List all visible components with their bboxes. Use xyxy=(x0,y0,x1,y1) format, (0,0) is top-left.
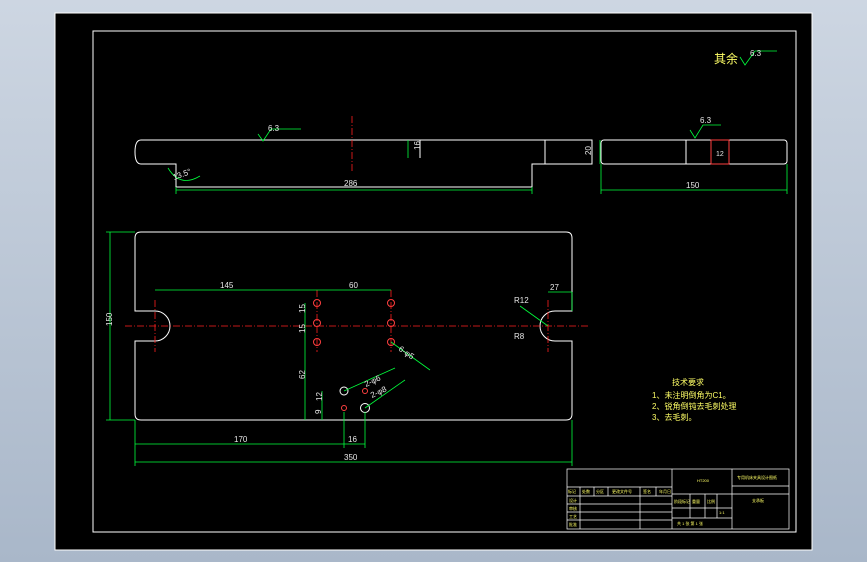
leader-hole-c xyxy=(364,379,406,409)
tech-req-title: 技术要求 xyxy=(672,377,704,387)
tb-material: HT200 xyxy=(697,478,710,483)
tb-row-label: 批准 xyxy=(569,521,577,527)
front-view-outline xyxy=(134,139,593,188)
tb-scale: 1:1 xyxy=(719,510,725,515)
dim-12-text: 12 xyxy=(716,151,724,158)
tb-right-header: 重量 xyxy=(692,498,700,504)
tb-header: 标记 xyxy=(568,488,576,494)
title-block: HT200 专用机床夹具设计图纸 支承板 1:1 共 1 张 第 1 张 标记 … xyxy=(566,468,790,530)
tb-right-header: 比例 xyxy=(707,498,715,504)
dim-16-text: 16 xyxy=(413,141,422,150)
dim-16-plan-text: 16 xyxy=(348,435,357,444)
dim-r12-text: R12 xyxy=(514,296,529,305)
tech-req-item-1: 1、未注明倒角为C1。 xyxy=(652,390,731,400)
side-view-outline xyxy=(600,139,788,165)
side-view: 150 12 6.3 xyxy=(600,116,788,194)
dim-27-text: 27 xyxy=(550,283,559,292)
tb-header: 分区 xyxy=(596,488,604,494)
rest-roughness-label: 其余 xyxy=(714,51,738,66)
leader-r12 xyxy=(519,305,549,327)
rest-roughness-value: 6.3 xyxy=(750,49,762,58)
dim-9-text: 9 xyxy=(314,409,323,414)
outer-frame xyxy=(54,12,813,551)
roughness-symbol-side xyxy=(689,124,721,139)
dim-12-text-plan: 12 xyxy=(315,392,324,401)
hole-phi6 xyxy=(339,386,349,396)
dim-286-text: 286 xyxy=(344,179,358,188)
tb-row-label: 工艺 xyxy=(569,514,577,519)
dim-20-text: 20 xyxy=(584,146,593,155)
dim-15b-text: 15 xyxy=(298,324,307,333)
tech-req-item-3: 3、去毛刺。 xyxy=(652,412,696,422)
hole-note-a: 6-φ5 xyxy=(397,344,416,361)
tech-requirements: 技术要求 1、未注明倒角为C1。 2、锐角倒钝去毛刺处理 3、去毛刺。 xyxy=(652,377,736,422)
tb-right-header: 阶段标记 xyxy=(674,498,690,504)
tb-header: 年月日 xyxy=(659,488,671,494)
rest-roughness-note: 其余 6.3 xyxy=(714,49,777,66)
roughness-symbol-front xyxy=(257,128,301,142)
title-block-frame xyxy=(566,468,790,530)
side-roughness-value: 6.3 xyxy=(700,116,712,125)
tb-sheet: 共 1 张 第 1 张 xyxy=(677,520,703,526)
plan-view-outline xyxy=(134,231,573,421)
leader-hole-a xyxy=(390,341,431,371)
side-view-section xyxy=(710,139,730,165)
tech-req-item-2: 2、锐角倒钝去毛刺处理 xyxy=(652,401,736,411)
dim-170-text: 170 xyxy=(234,435,248,444)
tb-header: 处数 xyxy=(582,488,590,494)
dim-145-text: 145 xyxy=(220,281,234,290)
hole-small xyxy=(341,405,347,411)
tb-header: 签名 xyxy=(643,488,651,494)
tb-project: 专用机床夹具设计图纸 xyxy=(737,474,777,480)
tb-part-name: 支承板 xyxy=(752,497,764,503)
dim-60-text: 60 xyxy=(349,281,358,290)
leader-hole-b xyxy=(343,367,396,392)
front-roughness-value: 6.3 xyxy=(268,124,280,133)
hole-small xyxy=(362,388,368,394)
tb-row-label: 审核 xyxy=(569,505,577,511)
dim-150-side-text: 150 xyxy=(686,181,700,190)
dim-62-text: 62 xyxy=(298,370,307,379)
hole-note-c: 2-φ8 xyxy=(369,384,388,399)
dim-15a-text: 15 xyxy=(298,304,307,313)
front-view: 286 20 16 6.3 13.5° xyxy=(134,116,601,194)
inner-frame xyxy=(92,30,797,533)
dim-350-text: 350 xyxy=(344,453,358,462)
tb-header: 更改文件号 xyxy=(612,488,632,494)
drawing-sheet xyxy=(55,13,812,550)
dim-r8-text: R8 xyxy=(514,332,525,341)
dim-angle-arc xyxy=(167,167,201,181)
dim-150-text: 150 xyxy=(105,312,114,326)
roughness-symbol xyxy=(739,50,777,66)
tb-row-label: 设计 xyxy=(569,497,577,503)
plan-view: 145 60 27 R12 R8 150 15 15 62 12 9 6-φ5 … xyxy=(105,231,590,466)
